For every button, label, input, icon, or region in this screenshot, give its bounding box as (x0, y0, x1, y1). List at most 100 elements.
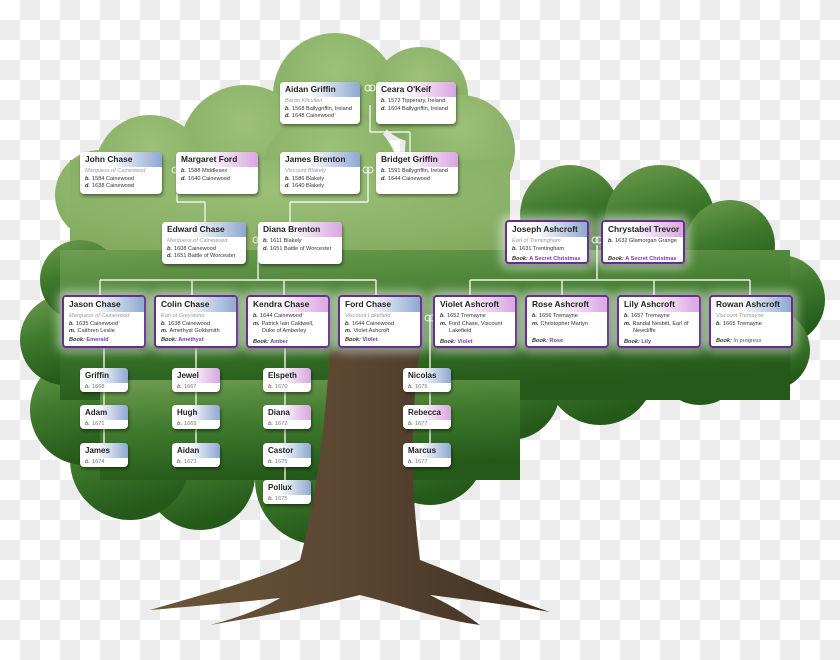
person-card-rose-ashcroft[interactable]: Rose Ashcroft b.1656 Tremayne m.Christop… (525, 295, 609, 348)
birth: 1674 (91, 459, 105, 465)
person-card-joseph-ashcroft[interactable]: Joseph Ashcroft Earl of Trentingham b.16… (505, 220, 589, 264)
book-line: Book: Lily (624, 338, 652, 345)
spouse-cont: Lakefield (449, 328, 472, 335)
tree-trunk (150, 350, 550, 625)
spouse-cont: Newcliffe (633, 328, 656, 335)
person-card-diana-brenton[interactable]: Diana Brenton b.1611 Blakely d.1651 Batt… (258, 222, 342, 264)
person-name: Griffin (80, 368, 128, 383)
person-card-colin-chase[interactable]: Colin Chase Earl of Greystone b.1638 Cai… (154, 295, 238, 348)
person-title: Viscount Lakefield (345, 313, 391, 319)
person-title: Marquess of Cainewood (85, 168, 146, 174)
spouse: Randal Nesbitt, Earl of (632, 320, 689, 327)
book-link[interactable]: Lily (641, 338, 652, 345)
birth: 1644 Cainewood (351, 320, 394, 327)
child-card-jewel[interactable]: Jewel b.1667 (172, 368, 220, 392)
person-card-ceara-okeif[interactable]: Ceara O'Keif b.1572 Tipperary, Ireland d… (376, 82, 456, 124)
child-card-marcus[interactable]: Marcus b.1677 (403, 443, 451, 467)
death: 1651 Battle of Worcester (269, 245, 332, 252)
death: 1648 Cainewood (291, 113, 334, 120)
person-card-kendra-chase[interactable]: Kendra Chase b.1644 Cainewood m.Patrick … (246, 295, 330, 348)
person-title: Viscount Blakely (285, 168, 326, 174)
person-name: Ceara O'Keif (376, 82, 456, 97)
birth: 1572 Tipperary, Ireland (387, 98, 446, 104)
child-card-castor[interactable]: Castor b.1675 (263, 443, 311, 467)
child-card-pollux[interactable]: Pollux b.1675 (263, 480, 311, 504)
person-name: Aidan Griffin (280, 82, 360, 97)
person-title: Earl of Greystone (161, 313, 205, 319)
birth: 1677 (414, 459, 428, 465)
child-card-diana[interactable]: Diana b.1672 (263, 405, 311, 429)
person-card-bridget-griffin[interactable]: Bridget Griffin b.1591 Ballygriffin, Ire… (376, 152, 458, 194)
spouse: Patrick Iain Caldwell, (261, 320, 314, 327)
birth: 1632 Glamorgan Grange (614, 238, 677, 244)
book-line: Book: In progress (716, 338, 762, 345)
person-card-violet-ashcroft[interactable]: Violet Ashcroft b.1652 Tremayne m.Ford C… (433, 295, 517, 348)
birth: 1668 (91, 384, 105, 390)
birth: 1672 (274, 421, 288, 427)
death: 1604 Ballygriffin, Ireland (387, 105, 448, 112)
person-name: Jason Chase (64, 297, 144, 312)
child-card-nicolas[interactable]: Nicolas b.1675 (403, 368, 451, 392)
book-status: In progress (733, 338, 762, 345)
book-line: Book: A Secret Christmas (512, 256, 581, 263)
child-card-griffin[interactable]: Griffin b.1668 (80, 368, 128, 392)
person-card-john-chase[interactable]: John Chase Marquess of Cainewood b.1584 … (80, 152, 162, 194)
child-card-adam[interactable]: Adam b.1671 (80, 405, 128, 429)
person-card-ford-chase[interactable]: Ford Chase Viscount Lakefield b.1644 Cai… (338, 295, 422, 348)
person-name: Diana Brenton (258, 222, 342, 237)
person-card-lily-ashcroft[interactable]: Lily Ashcroft b.1657 Tremayne m.Randal N… (617, 295, 701, 348)
person-name: James (80, 443, 128, 458)
death: 1638 Cainewood (91, 183, 134, 190)
death: 1644 Cainewood (387, 175, 430, 182)
person-title: Baron Kilcullen (285, 98, 323, 104)
birth: 1644 Cainewood (259, 313, 302, 319)
person-title: Viscount Tremayne (716, 313, 764, 319)
birth: 1669 (183, 421, 197, 427)
book-link[interactable]: Violet (457, 338, 473, 345)
person-card-chrystabel-trevor[interactable]: Chrystabel Trevor b.1632 Glamorgan Grang… (601, 220, 685, 264)
book-link[interactable]: Amethyst (178, 336, 204, 343)
death: 1651 Battle of Worcester (173, 253, 236, 260)
book-line: Book: Rose (532, 338, 564, 345)
birth: 1673 (183, 459, 197, 465)
birth: 1656 Tremayne (538, 313, 578, 319)
person-card-james-brenton[interactable]: James Brenton Viscount Blakely b.1586 Bl… (280, 152, 360, 194)
birth: 1675 (274, 496, 288, 502)
person-name: Rose Ashcroft (527, 297, 607, 312)
birth: 1591 Ballygriffin, Ireland (387, 168, 448, 174)
person-card-edward-chase[interactable]: Edward Chase Marquess of Cainewood b.160… (162, 222, 246, 264)
birth: 1675 (414, 384, 428, 390)
birth: 1670 (274, 384, 288, 390)
book-line: Book: Amber (253, 338, 288, 345)
connector-lines (99, 105, 751, 495)
child-card-james[interactable]: James b.1674 (80, 443, 128, 467)
person-card-rowan-ashcroft[interactable]: Rowan Ashcroft Viscount Tremayne b.1665 … (709, 295, 793, 348)
child-card-aidan[interactable]: Aidan b.1673 (172, 443, 220, 467)
book-line: Book: Emerald (69, 336, 109, 343)
birth: 1584 Cainewood (91, 175, 134, 182)
spouse-cont: Duke of Amberley (262, 328, 307, 335)
book-link[interactable]: Amber (270, 338, 288, 345)
child-card-hugh[interactable]: Hugh b.1669 (172, 405, 220, 429)
spouse: Amethyst Goldsmith (169, 328, 220, 335)
person-name: Lily Ashcroft (619, 297, 699, 312)
person-name: Adam (80, 405, 128, 420)
person-name: Margaret Ford (176, 152, 258, 167)
book-link[interactable]: Violet (362, 336, 378, 343)
person-name: Aidan (172, 443, 220, 458)
person-name: Chrystabel Trevor (603, 222, 683, 237)
birth: 1667 (183, 384, 197, 390)
book-link[interactable]: A Secret Christmas (529, 256, 581, 263)
birth: 1608 Cainewood (173, 245, 216, 252)
book-link[interactable]: Rose (549, 338, 564, 345)
child-card-rebecca[interactable]: Rebecca b.1677 (403, 405, 451, 429)
book-line: Book: Amethyst (161, 336, 204, 343)
spouse: Ford Chase, Viscount (448, 320, 503, 327)
person-card-jason-chase[interactable]: Jason Chase Marquess of Cainewood b.1635… (62, 295, 146, 348)
person-card-aidan-griffin[interactable]: Aidan Griffin Baron Kilcullen b.1568 Bal… (280, 82, 360, 124)
person-name: Joseph Ashcroft (507, 222, 587, 237)
book-link[interactable]: A Secret Christmas (625, 255, 677, 262)
child-card-elspeth[interactable]: Elspeth b.1670 (263, 368, 311, 392)
book-link[interactable]: Emerald (86, 336, 109, 343)
person-card-margaret-ford[interactable]: Margaret Ford b.1588 Middlesex d.1640 Ca… (176, 152, 258, 194)
